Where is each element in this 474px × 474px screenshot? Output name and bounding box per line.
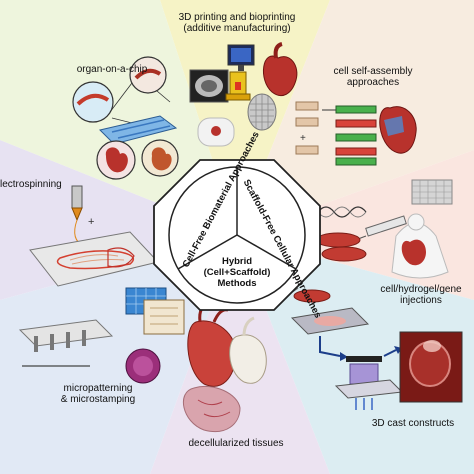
chip-zoom-right [129, 56, 167, 94]
dna-helix-2 [317, 206, 367, 218]
plus-sign: + [300, 133, 306, 144]
sector-label-hybrid-1: Hybrid [221, 256, 253, 267]
stacked-layer-1 [335, 105, 377, 114]
sector-label-hybrid-2: (Cell+Scaffold) [203, 267, 271, 278]
dna-helix [317, 206, 367, 218]
syringe-tip [71, 207, 83, 222]
cast-dish [293, 289, 331, 303]
scaffold-mesh [250, 94, 274, 130]
stacked-layer-5 [335, 157, 377, 166]
divider-right [236, 234, 297, 270]
wedge-self-assembly [237, 0, 474, 235]
injections-illustration [315, 179, 453, 279]
printing-illustration [189, 42, 298, 147]
printed-heart-vessel [273, 42, 283, 59]
monitor-stand [238, 65, 244, 71]
label-decellularized: decellularized tissues [188, 438, 284, 449]
cast-gel [314, 316, 346, 326]
label-3d-printing-1: 3D printing and bioprinting [178, 12, 296, 23]
hydrogel-mesh [412, 180, 452, 204]
printer-nozzle [235, 82, 241, 90]
injection-syringe [365, 215, 407, 237]
cast-posts [355, 398, 373, 410]
label-self-assembly-1: cell self-assembly [333, 66, 413, 77]
self-assembly-illustration: + [295, 101, 417, 166]
cell-sheet-3 [295, 145, 319, 155]
label-injections-2: injections [400, 295, 442, 306]
ct-scan-body-inner [201, 80, 217, 92]
stacked-layer-3 [335, 133, 377, 142]
decell-illustration [183, 300, 267, 432]
monitor-screen [231, 48, 251, 62]
printed-heart [262, 55, 298, 96]
organ-chip-illustration [72, 56, 179, 180]
assembly-heart-patch [384, 116, 404, 136]
chip-heart-right [151, 147, 172, 171]
label-micropatterning-2: & microstamping [60, 394, 136, 405]
sector-label-hybrid-3: Methods [217, 278, 257, 289]
petri-dish-1 [315, 232, 361, 248]
leaf-vasculature [107, 247, 135, 268]
stamp-posts [34, 330, 86, 352]
cast-illustration [279, 287, 463, 410]
cell-dish-inner [133, 356, 153, 376]
label-organ-chip: organ-on-a-chip [76, 64, 148, 75]
electrospin-plus: + [88, 216, 94, 228]
decell-heart-red [187, 320, 237, 387]
wedge-organ-chip [0, 0, 237, 235]
patient-heart [211, 126, 221, 136]
cast-press-top [346, 356, 382, 362]
wedge-micropattern [0, 235, 237, 474]
cast-arrow-1 [319, 336, 341, 357]
injection-heart [401, 239, 426, 266]
chip-zoom-top [72, 81, 114, 123]
cell-sheet-2 [295, 117, 319, 127]
label-self-assembly-2: approaches [346, 77, 400, 88]
cast-construct-hole [423, 340, 441, 352]
electrospinning-illustration: + [29, 185, 159, 287]
decell-vessel-network [197, 399, 231, 418]
cast-stretch-body [349, 363, 379, 385]
label-injections-1: cell/hydrogel/gene [380, 284, 462, 295]
divider-left [177, 234, 238, 270]
plate-wells [150, 307, 178, 325]
fiber-mat-inner [69, 254, 125, 265]
patient-head [407, 213, 425, 231]
micropattern-plate [143, 299, 185, 335]
label-electrospinning: lectrospinning [0, 179, 62, 190]
printer-bed [225, 93, 251, 101]
label-cast-constructs: 3D cast constructs [371, 418, 455, 429]
micropattern-illustration [18, 287, 185, 384]
fiber-mat [56, 250, 135, 270]
petri-dish-2 [321, 246, 367, 262]
label-3d-printing-2: (additive manufacturing) [183, 23, 291, 34]
stacked-layer-4 [335, 147, 377, 156]
chip-channels [111, 119, 171, 139]
chip-heart-left [105, 147, 128, 173]
decell-white-vessel [242, 316, 255, 337]
stacked-layer-2 [335, 119, 377, 128]
cell-sheet-1 [295, 101, 319, 111]
cast-arrow-1-head [340, 352, 348, 361]
decell-heart-white [229, 334, 267, 384]
cast-arrow-2 [383, 349, 397, 357]
center-octagon [153, 159, 321, 311]
label-micropatterning-1: micropatterning [63, 383, 133, 394]
chip-tissue-right [134, 68, 162, 80]
decell-translucent-heart [183, 386, 241, 432]
chip-tissue-top [76, 93, 110, 106]
